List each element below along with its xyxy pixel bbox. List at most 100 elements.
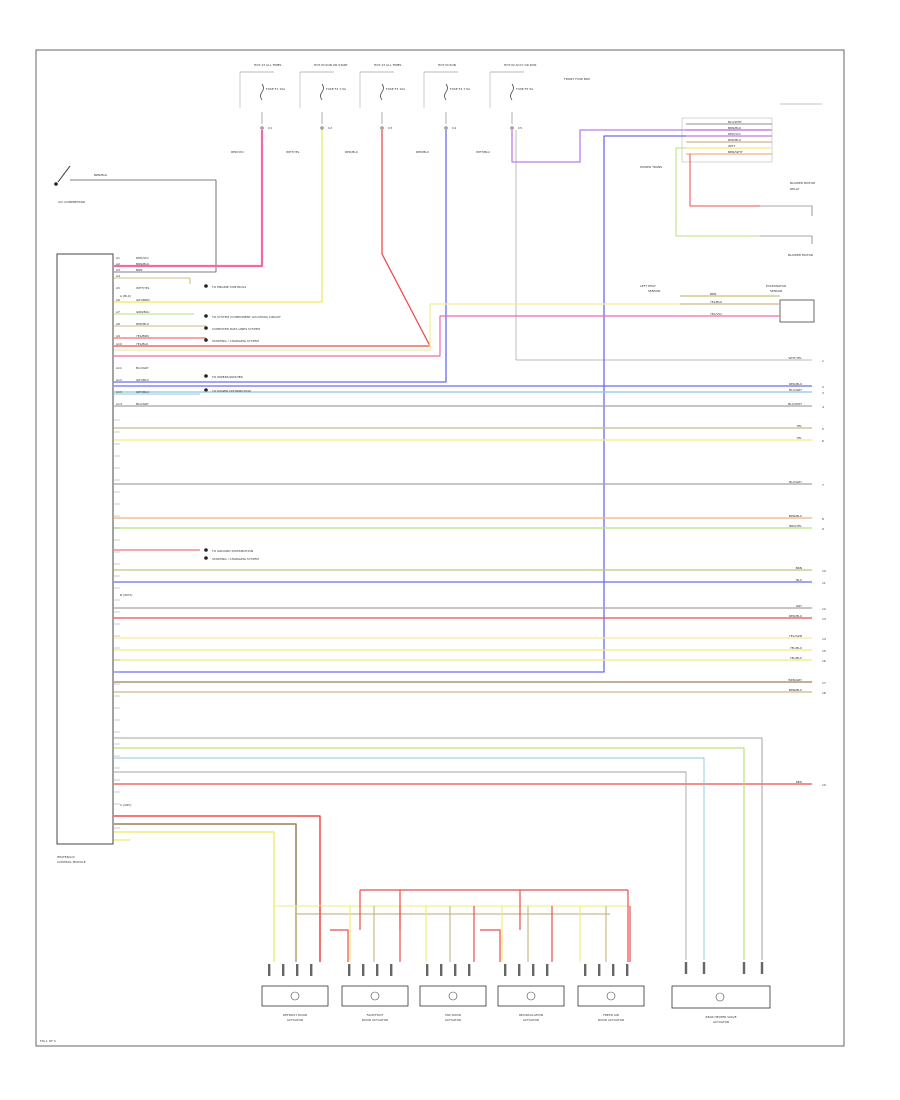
actuator-label: DOOR ACTUATOR xyxy=(362,1018,388,1022)
wire-brn xyxy=(114,277,191,284)
wire-gray-run xyxy=(515,130,812,361)
wire-blower-motor xyxy=(760,205,813,216)
module-pin: A7 xyxy=(116,310,120,314)
junction-dot xyxy=(204,338,208,342)
connector-pin xyxy=(518,964,521,976)
module-pin: A8 xyxy=(116,322,120,326)
actuator-label: ACTUATOR xyxy=(445,1018,461,1022)
actuator-label: FACE/FOOT xyxy=(367,1013,384,1017)
blower-label: POWER TRANS. xyxy=(640,165,663,169)
junction-note: TO GROUND DISTRIBUTION xyxy=(211,549,253,553)
fuse-title: HOT AT ALL TIMES xyxy=(254,63,282,67)
module-pin: A11 xyxy=(116,366,122,370)
junction-dot xyxy=(204,326,208,330)
actuator-motor-icon xyxy=(526,991,536,1001)
module-pin-wire: GRY/BLU xyxy=(136,390,149,394)
page-code: FIG 1 OF 4 xyxy=(40,1039,56,1043)
fuse-node: C3 xyxy=(388,126,392,130)
right-wire-number: 16 xyxy=(822,659,826,663)
junction-dot xyxy=(204,284,208,288)
right-wire-number: 3 xyxy=(822,391,824,395)
blower-label: RELAY xyxy=(790,187,800,191)
right-wire-number: 13 xyxy=(822,617,826,621)
sensor-label: SENSOR xyxy=(648,289,660,293)
connector-pin xyxy=(598,964,601,976)
wire-act-feed-3 xyxy=(114,831,275,962)
blend-motor-icon xyxy=(715,992,725,1002)
control-module xyxy=(56,253,114,845)
actuator-label: ACTUATOR xyxy=(523,1018,539,1022)
diagram-border xyxy=(35,49,845,1047)
fuse-node: C2 xyxy=(328,126,332,130)
sensor-wire-label: YEL/BLU xyxy=(710,300,722,304)
module-pin: A3 xyxy=(116,268,120,272)
module-pin-wire: RED/VIO xyxy=(136,256,149,260)
module-pin: A10 xyxy=(116,342,122,346)
junction-dot xyxy=(204,374,208,378)
fuse-rating: FUSE F4 7.5A xyxy=(450,87,471,91)
connector-pin xyxy=(320,126,324,130)
connector-pin xyxy=(348,964,351,976)
ac-switch-label: A/C COMPRESSOR xyxy=(58,200,85,204)
fuse-symbol xyxy=(380,83,384,101)
junction-dot xyxy=(204,388,208,392)
right-wire-label: BRN/BLU xyxy=(789,514,802,518)
blower-wire-label: BRN/BLK xyxy=(728,126,742,130)
actuator-motor-icon xyxy=(606,991,616,1001)
blower-wire-label: RED/BLU xyxy=(728,138,741,142)
right-wire-label: WHT/YEL xyxy=(789,356,803,360)
fuse-title: HOT IN RUN OR START xyxy=(314,63,348,67)
connector-pin xyxy=(454,964,457,976)
wire-sensor-2 xyxy=(114,315,680,357)
connector-pin xyxy=(584,964,587,976)
fuse-node: C5 xyxy=(518,126,522,130)
module-pin-wire: YEL/BLU xyxy=(136,342,148,346)
module-pin: A13 xyxy=(116,390,122,394)
right-wire-label: YEL/BLU xyxy=(790,646,802,650)
module-pin-wire: BRN xyxy=(136,268,142,272)
right-wire-number: 8 xyxy=(822,517,824,521)
module-label: CONTROL MODULE xyxy=(57,860,86,864)
actuator-label: DOOR ACTUATOR xyxy=(598,1018,624,1022)
wire-blend-1 xyxy=(114,737,763,960)
wire-blend-4 xyxy=(114,771,687,960)
module-pin: A12 xyxy=(116,378,122,382)
fuse-rating: FUSE F3 10A xyxy=(386,87,406,91)
module-pin-wire: GRY/BRN xyxy=(136,298,149,302)
module-label: HEATER/A/C xyxy=(57,855,75,859)
module-pin-wire: BRN/BLK xyxy=(136,262,150,266)
right-wire-label: BLU/WHT xyxy=(788,402,802,406)
junction-note: TO POWER DISTRIBUTION xyxy=(211,389,251,393)
fuse-rating: FUSE F2 7.5A xyxy=(326,87,347,91)
sensor-wire-label: BRN xyxy=(710,292,716,296)
connector-pin xyxy=(702,962,706,974)
fuse-symbol xyxy=(320,83,324,101)
fuse-node: C4 xyxy=(452,126,456,130)
connector-pin xyxy=(612,964,615,976)
fuse-wire-label: WHT/YEL xyxy=(286,150,300,154)
junction-note: COMPUTER DATA LINES SYSTEM xyxy=(212,327,260,331)
connector-pin xyxy=(546,964,549,976)
connector-pin xyxy=(684,962,688,974)
fuse-title: HOT IN RUN xyxy=(438,63,456,67)
module-pin: A1 xyxy=(116,256,120,260)
fuse-wire-label: WHT/BLU xyxy=(476,150,490,154)
right-wire-number: 12 xyxy=(822,607,826,611)
right-wire-number: 14 xyxy=(822,637,826,641)
wire-red-blu-2 xyxy=(114,130,447,383)
fuse-rating: FUSE F1 15A xyxy=(266,87,286,91)
ac-wire xyxy=(70,179,217,273)
actuator-motor-icon xyxy=(290,991,300,1001)
fuse-symbol xyxy=(260,83,264,101)
blower-wire-label: WHT xyxy=(728,144,735,148)
actuator-box xyxy=(497,985,565,1007)
connector-label: B (WHT) xyxy=(120,593,132,597)
connector-pin xyxy=(296,964,299,976)
module-pin-wire: WHT/YEL xyxy=(136,286,150,290)
wire-sensor-1 xyxy=(114,303,680,351)
right-wire-label: BRN/BLU xyxy=(789,688,802,692)
fuse-symbol xyxy=(510,83,514,101)
sensor-wire-label: YEL/VIO xyxy=(710,312,722,316)
right-wire-label: BRN xyxy=(796,566,802,570)
fuse-panel-label: FRONT FUSE BOX xyxy=(564,77,590,81)
